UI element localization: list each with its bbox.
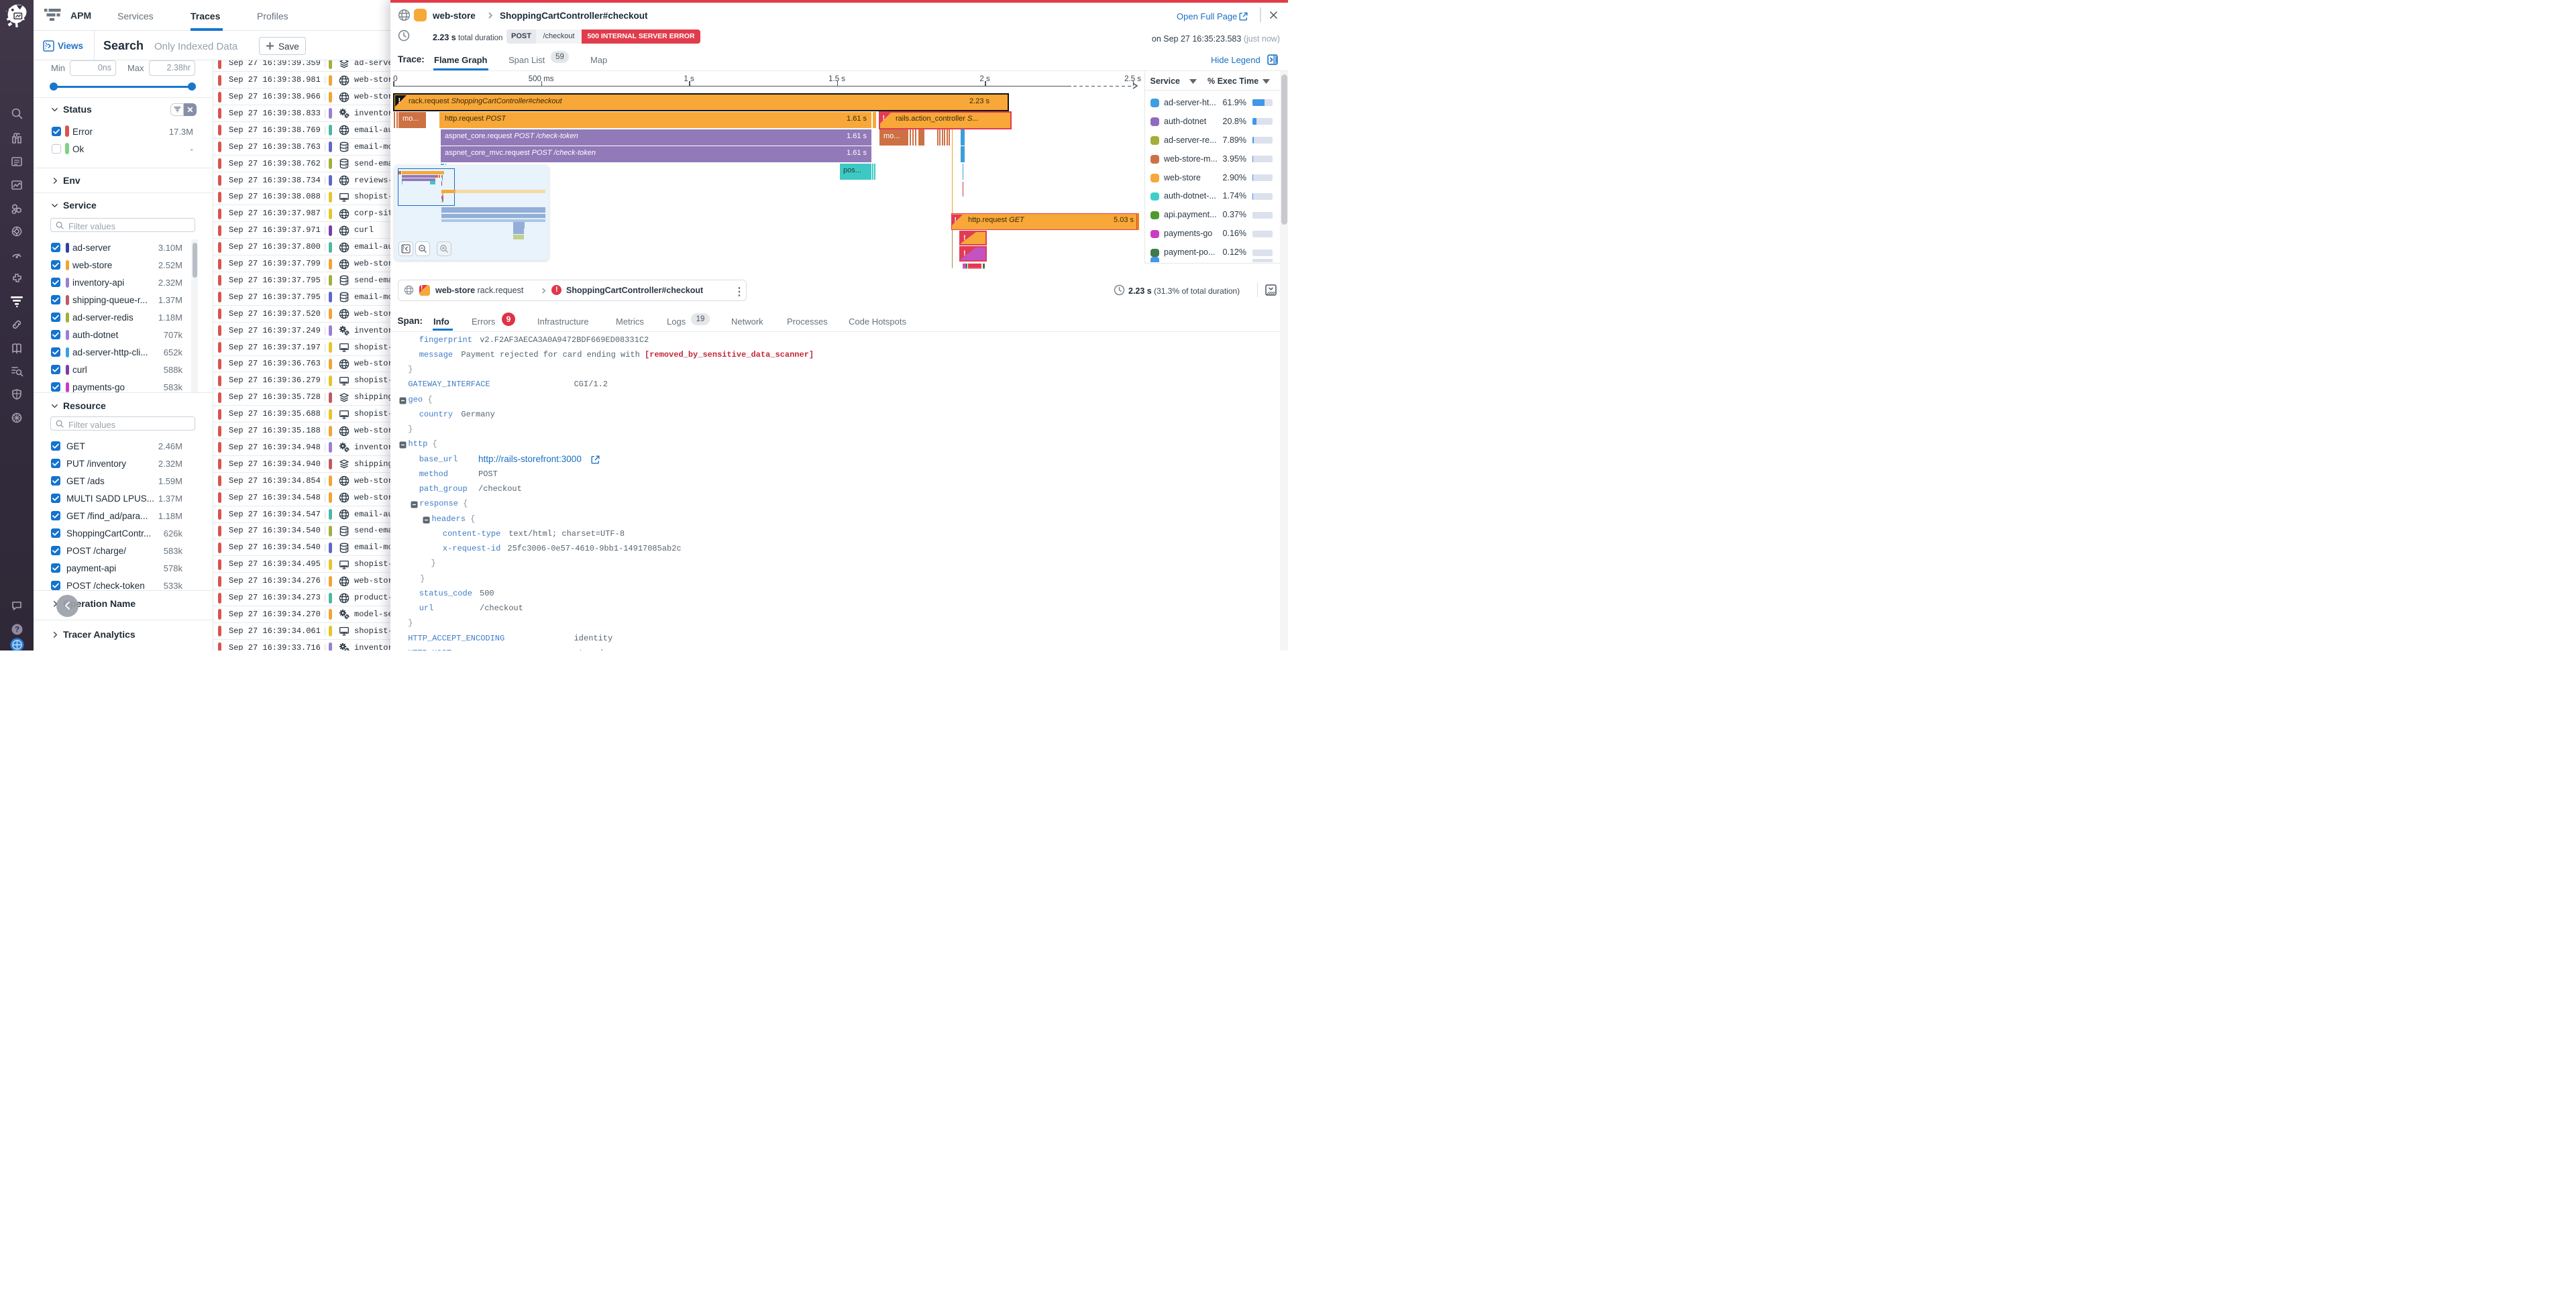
svg-text:!: ! [955,216,957,224]
svg-text:!: ! [963,249,966,258]
svg-text:?: ? [15,626,19,634]
svg-text:!: ! [963,234,966,242]
svg-text:!: ! [398,97,400,105]
svg-text:!: ! [883,114,885,122]
